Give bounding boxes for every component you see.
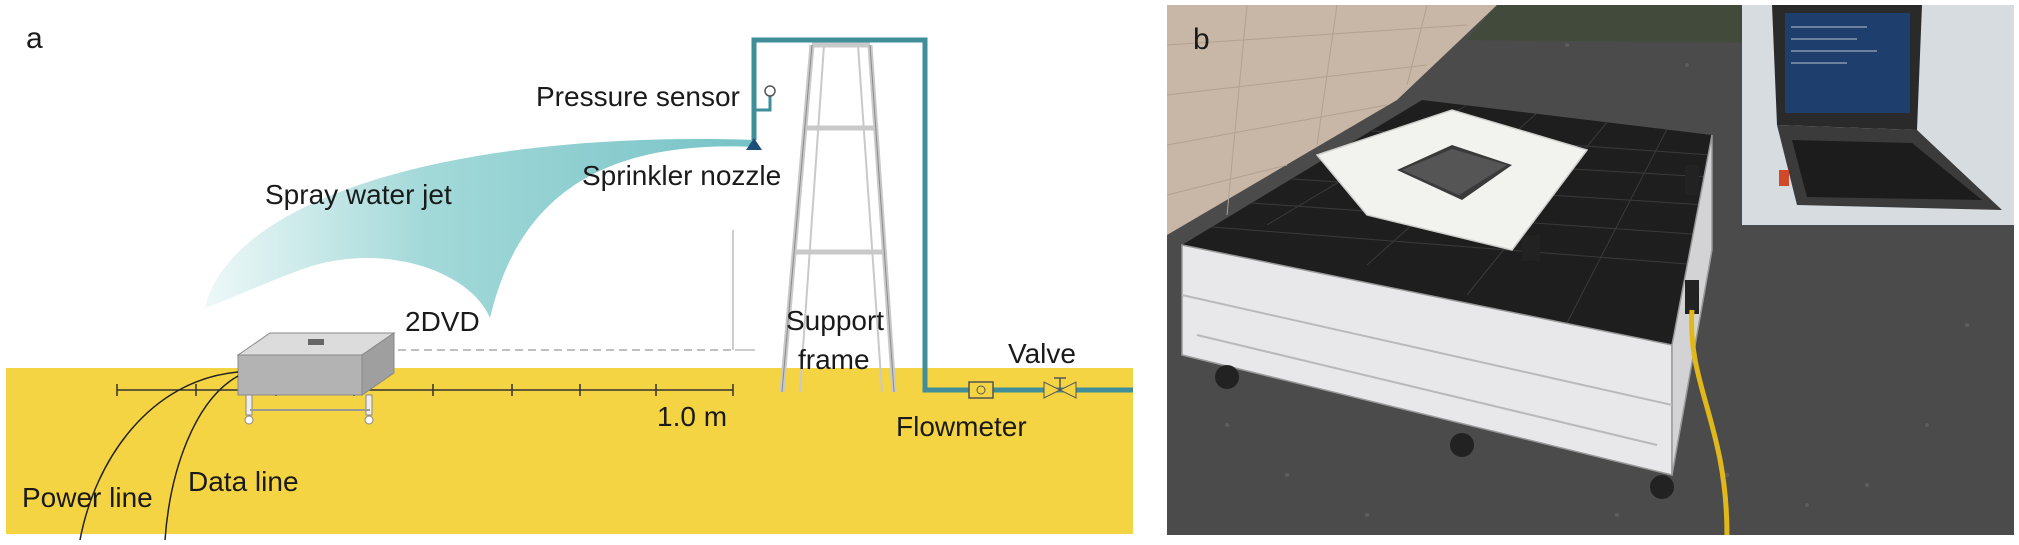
sprinkler-nozzle-label: Sprinkler nozzle	[582, 160, 782, 191]
box-latch	[1522, 235, 1540, 261]
data-line-label: Data line	[188, 466, 299, 497]
panel-b-photo: b	[1167, 5, 2014, 535]
spray-water-jet-label: Spray water jet	[265, 179, 452, 210]
pressure-sensor	[764, 85, 776, 97]
data-cable	[1689, 309, 1730, 535]
support-frame-label-line2: frame	[798, 344, 870, 375]
box-wheel	[1450, 433, 1474, 457]
panel-letter-b: b	[1193, 23, 1210, 56]
photo-drawing	[1167, 5, 2014, 535]
power-line-label: Power line	[22, 482, 153, 513]
schematic-drawing	[6, 37, 1133, 541]
water-pipe	[751, 37, 1133, 393]
ground	[6, 368, 1133, 534]
support-frame-label-line1: Support	[786, 305, 885, 336]
box-latch	[1685, 280, 1699, 314]
box-wheel	[1650, 475, 1674, 499]
sprinkler-nozzle	[746, 138, 762, 150]
panel-letter-a: a	[26, 22, 43, 55]
flowmeter	[968, 381, 994, 399]
box-wheel	[1215, 365, 1239, 389]
panel-a-schematic: a Pressure sensor Sprinkler nozzle Spray…	[6, 22, 1133, 541]
pressure-sensor-label: Pressure sensor	[536, 81, 740, 112]
twodvd-instrument	[236, 332, 396, 425]
twodvd-label: 2DVD	[405, 306, 480, 337]
data-line	[164, 375, 239, 541]
box-latch	[1685, 165, 1699, 195]
paved-area	[1167, 5, 1497, 235]
valve-label: Valve	[1008, 338, 1076, 369]
laptop-inset	[1742, 5, 2014, 225]
valve	[1043, 377, 1077, 399]
scale-label: 1.0 m	[657, 401, 728, 432]
spray-water-jet	[205, 139, 755, 318]
power-line	[79, 371, 239, 541]
flowmeter-label: Flowmeter	[896, 411, 1027, 442]
support-frame	[779, 42, 897, 393]
